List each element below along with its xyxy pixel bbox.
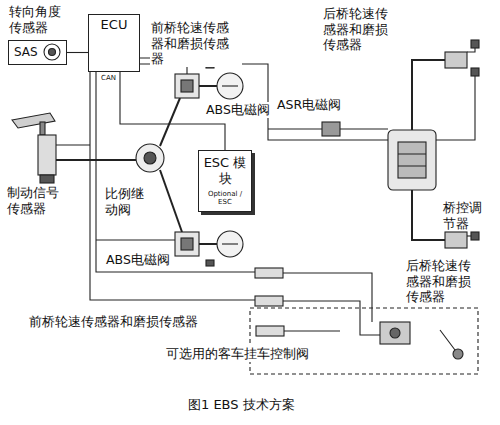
ecu-box: ECU [88, 14, 140, 72]
wire-line [284, 330, 340, 331]
part-label: 桥控调节器 [442, 200, 484, 231]
node-title: SAS [14, 45, 38, 60]
component-shape [471, 68, 479, 76]
part-label: 制动信号传感器 [6, 185, 61, 216]
part-label: 比例继动阀 [104, 186, 146, 217]
connector-line [67, 52, 88, 53]
component-shape [390, 328, 400, 338]
component-shape [445, 52, 467, 68]
component-shape [256, 326, 284, 336]
component-shape [175, 74, 199, 98]
wire-line [340, 128, 388, 129]
wire-line [140, 64, 388, 140]
component-shape [44, 44, 60, 60]
component-shape [206, 260, 214, 266]
wire-line [436, 76, 475, 140]
wire-line [467, 48, 475, 52]
wire-line [96, 70, 255, 272]
wire-line [398, 154, 426, 166]
component-shape [380, 322, 410, 344]
wire-line [199, 85, 217, 87]
component-shape [181, 238, 193, 250]
part-label: CAN [100, 74, 117, 83]
wire-line [268, 128, 322, 129]
wire-line [222, 85, 238, 86]
sensor-box: SAS [8, 40, 67, 65]
wire-line [412, 190, 445, 240]
component-shape [445, 232, 467, 248]
wire-line [56, 144, 90, 145]
part-label: 前桥轮速传感器和磨损传感器 [150, 20, 242, 67]
part-label: ABS电磁阀 [205, 102, 271, 118]
air-line-group [56, 60, 445, 244]
figure-caption: 图1 EBS 技术方案 [188, 396, 295, 414]
component-shape [217, 73, 243, 99]
component-shape [49, 49, 56, 56]
wire-line [160, 170, 182, 232]
part-label: 前桥轮速传感器和磨损传感器 [28, 314, 199, 330]
component-shape [255, 268, 283, 278]
component-shape [453, 349, 463, 359]
component-shape [250, 308, 478, 374]
part-label: ABS电磁阀 [105, 252, 171, 268]
component-shape [12, 113, 55, 128]
component-shape [40, 175, 54, 183]
wire-line [283, 273, 372, 322]
part-label: 可选用的客车挂车控制阀 [165, 346, 310, 362]
wire-line [222, 243, 238, 244]
component-shape [471, 40, 479, 48]
component-shape [388, 130, 436, 190]
component-shape [40, 122, 45, 135]
component-shape [322, 122, 340, 136]
component-shape [144, 152, 156, 164]
wire-line [160, 98, 180, 146]
node-note: Optional / ESC [201, 190, 249, 208]
wire-line [56, 159, 136, 161]
node-title: ECU [91, 17, 137, 33]
module-box: ESC 模块 Optional / ESC [198, 150, 252, 212]
part-label: 转向角度传感器 [8, 4, 63, 35]
component-shape [175, 232, 199, 256]
wire-line [199, 243, 217, 245]
component-shape [136, 144, 164, 172]
wire-line [440, 330, 455, 350]
part-label: 后桥轮速传感器和磨损传感器 [322, 6, 389, 53]
component-shape [255, 296, 283, 306]
component-shape [217, 231, 243, 257]
wire-line [283, 301, 380, 335]
wire-line [467, 235, 471, 236]
part-label: ASR电磁阀 [276, 97, 342, 113]
wire-group [56, 48, 475, 335]
wire-line [96, 239, 175, 240]
component-shape [471, 232, 479, 240]
node-title: ESC 模块 [201, 155, 249, 188]
part-label: 后桥轮速传感器和磨损传感器 [405, 258, 472, 305]
component-group [12, 40, 479, 374]
component-shape [398, 142, 426, 178]
wire-line [412, 60, 445, 130]
component-shape [181, 80, 193, 92]
component-shape [38, 135, 56, 175]
